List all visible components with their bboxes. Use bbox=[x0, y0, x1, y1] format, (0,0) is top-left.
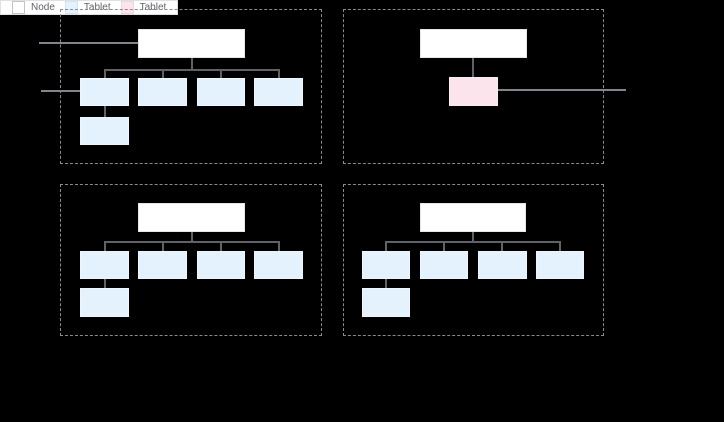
tablet-box bbox=[362, 251, 410, 279]
tablet-box bbox=[420, 251, 468, 279]
hot-tablet-swatch bbox=[120, 1, 134, 14]
legend: Node Tablet Tablet bbox=[0, 0, 179, 15]
leader-line bbox=[39, 42, 138, 44]
tablet-box bbox=[536, 251, 584, 279]
connector-line bbox=[278, 241, 280, 251]
tablet-box bbox=[197, 78, 245, 106]
connector-line bbox=[385, 241, 561, 243]
legend-label-hot-tablet: Tablet bbox=[139, 2, 167, 13]
connector-line bbox=[278, 69, 280, 78]
cluster-frame-1 bbox=[60, 9, 322, 164]
tablet-box bbox=[80, 251, 129, 279]
connector-line bbox=[104, 241, 280, 243]
tablet-box bbox=[362, 288, 410, 317]
connector-line bbox=[191, 58, 193, 69]
legend-label-tablet: Tablet bbox=[83, 2, 111, 13]
node-box-4 bbox=[420, 203, 526, 232]
connector-line bbox=[104, 69, 280, 71]
leader-line bbox=[41, 90, 80, 92]
tablet-box bbox=[80, 117, 129, 145]
connector-line bbox=[162, 69, 164, 78]
connector-line bbox=[220, 241, 222, 251]
legend-item-tablet: Tablet bbox=[64, 1, 111, 14]
connector-line bbox=[472, 58, 474, 77]
node-box-1 bbox=[138, 29, 245, 58]
hot-tablet-box bbox=[449, 77, 498, 106]
tablet-swatch bbox=[64, 1, 78, 14]
tablet-box bbox=[138, 78, 187, 106]
node-box-2 bbox=[420, 29, 527, 58]
connector-line bbox=[559, 241, 561, 251]
connector-line bbox=[501, 241, 503, 251]
tablet-box bbox=[197, 251, 245, 279]
legend-item-node: Node bbox=[12, 1, 55, 14]
connector-line bbox=[472, 232, 474, 241]
connector-line bbox=[162, 241, 164, 251]
tablet-box bbox=[254, 78, 303, 106]
legend-item-hot-tablet: Tablet bbox=[120, 1, 167, 14]
connector-line bbox=[385, 279, 387, 288]
connector-line bbox=[104, 241, 106, 251]
node-box-3 bbox=[138, 203, 245, 232]
cluster-frame-3 bbox=[60, 184, 322, 336]
connector-line bbox=[191, 232, 193, 241]
tablet-box bbox=[254, 251, 303, 279]
tablet-box bbox=[138, 251, 187, 279]
legend-label-node: Node bbox=[31, 2, 55, 13]
node-swatch bbox=[12, 1, 25, 14]
connector-line bbox=[104, 69, 106, 78]
cluster-frame-2 bbox=[343, 9, 604, 164]
connector-line bbox=[104, 106, 106, 117]
connector-line bbox=[443, 241, 445, 251]
tablet-box bbox=[478, 251, 527, 279]
connector-line bbox=[104, 279, 106, 288]
tablet-box bbox=[80, 78, 129, 106]
leader-line bbox=[498, 89, 626, 91]
connector-line bbox=[220, 69, 222, 78]
connector-line bbox=[385, 241, 387, 251]
tablet-box bbox=[80, 288, 129, 317]
cluster-frame-4 bbox=[343, 184, 604, 336]
